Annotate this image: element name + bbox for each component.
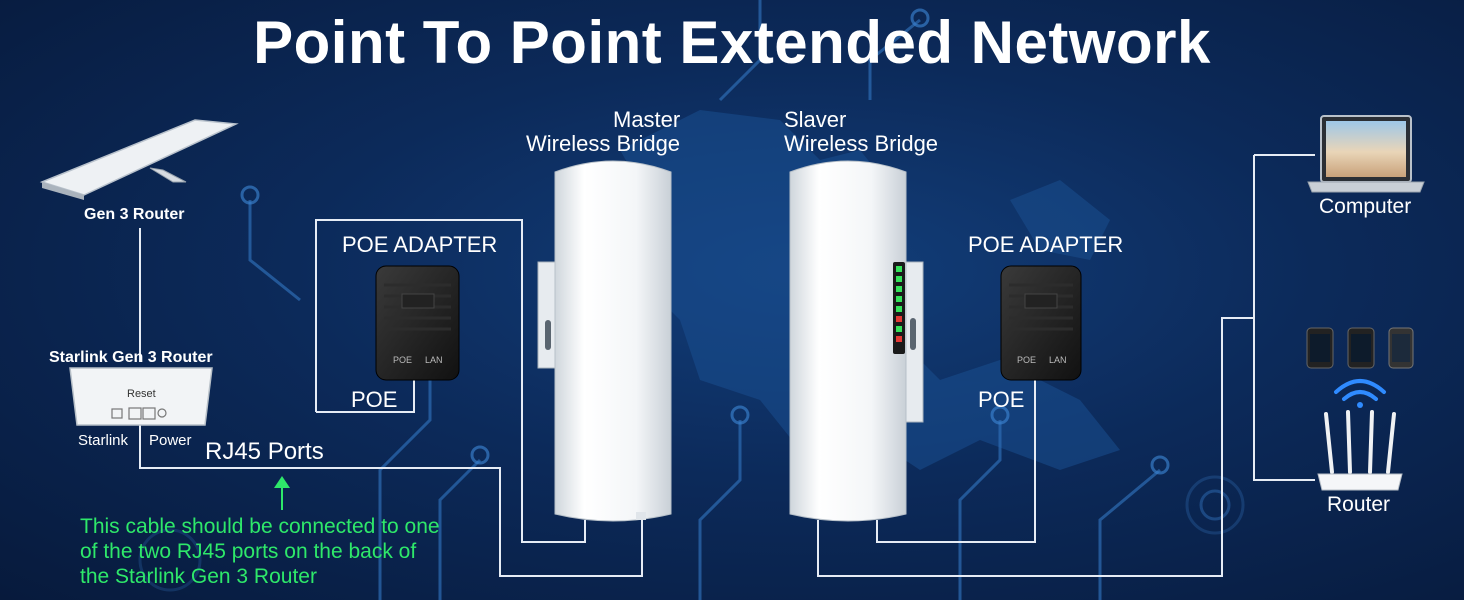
poe-left-jack-lan: LAN	[425, 355, 443, 365]
poe-adapter-left-label: POE ADAPTER	[342, 232, 498, 257]
slaver-label-line1: Slaver	[784, 107, 847, 132]
master-bridge-icon	[537, 160, 672, 522]
cable-switch-bus	[1253, 155, 1315, 481]
cable-router-to-master	[139, 425, 643, 577]
master-label-line2: Wireless Bridge	[526, 131, 681, 156]
power-port-label: Power	[149, 432, 192, 449]
arrow-up-icon	[274, 476, 290, 510]
poe-adapter-right-icon	[1000, 265, 1082, 381]
note-line-3: the Starlink Gen 3 Router	[80, 565, 317, 588]
starlink-port-label: Starlink	[78, 432, 129, 449]
dish-label: Gen 3 Router	[84, 206, 185, 223]
page-title: Point To Point Extended Network	[253, 9, 1211, 76]
wifi-router-icon	[1317, 410, 1403, 491]
master-label-line1: Master	[613, 107, 681, 132]
slaver-bridge-icon	[789, 160, 924, 522]
computer-label: Computer	[1319, 195, 1412, 218]
laptop-icon	[1307, 115, 1425, 193]
wifi-icon	[1334, 379, 1386, 408]
starlink-dish-icon	[39, 119, 239, 200]
reset-label: Reset	[127, 388, 156, 400]
poe-right-port-label: POE	[978, 387, 1025, 412]
cable-poe-left-port	[316, 380, 415, 413]
poe-right-jack-lan: LAN	[1049, 355, 1067, 365]
smartphone-icon	[1347, 327, 1375, 369]
cable-poe-right	[876, 380, 1036, 543]
router-label: Router	[1327, 493, 1391, 516]
starlink-router-icon	[69, 367, 213, 426]
poe-adapter-left-icon	[375, 265, 460, 381]
rj45-ports-label: RJ45 Ports	[205, 438, 324, 465]
cable-slaver-to-switch	[817, 317, 1254, 577]
poe-right-jack-poe: POE	[1017, 355, 1037, 365]
poe-left-port-label: POE	[351, 387, 398, 412]
led-indicators	[896, 266, 902, 342]
cable-poe-left-loop	[315, 219, 586, 543]
poe-adapter-right-label: POE ADAPTER	[968, 232, 1124, 257]
starlink-router-label: Starlink Gen 3 Router	[49, 349, 213, 366]
smartphone-icon	[1306, 327, 1334, 369]
cable-note: This cable should be connected to one of…	[80, 514, 520, 589]
smartphone-icon	[1388, 327, 1414, 369]
note-line-1: This cable should be connected to one	[80, 515, 440, 538]
slaver-label-line2: Wireless Bridge	[784, 131, 939, 156]
note-line-2: of the two RJ45 ports on the back of	[80, 540, 417, 563]
poe-left-jack-poe: POE	[393, 355, 413, 365]
